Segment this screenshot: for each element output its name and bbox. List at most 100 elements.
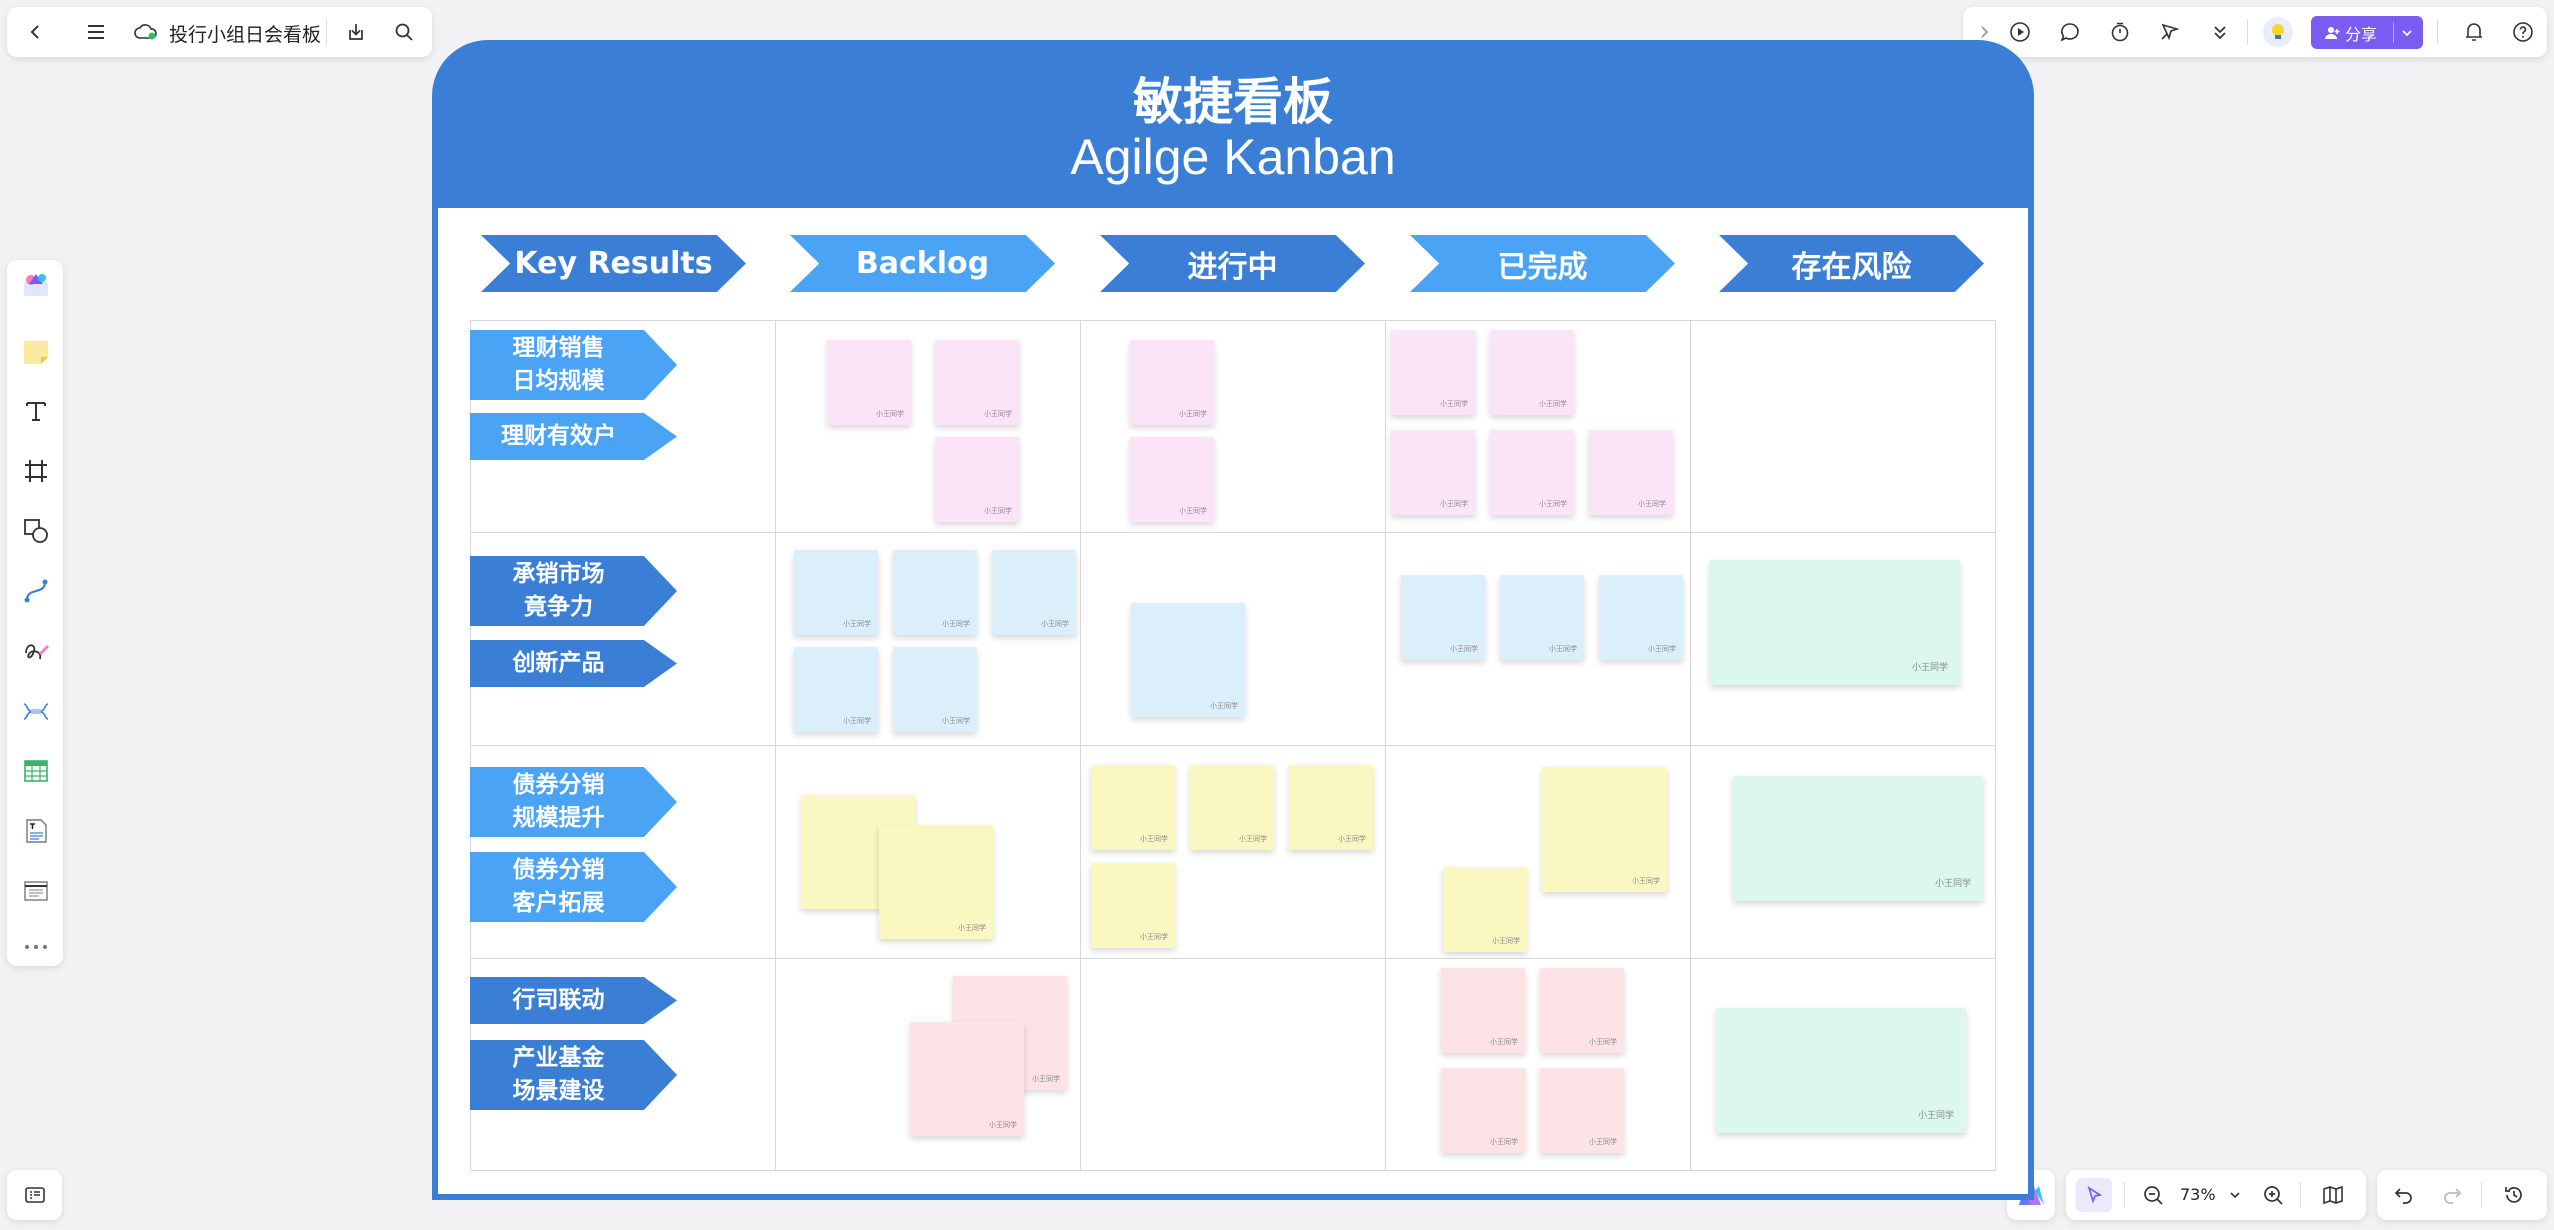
row-label[interactable]: 承销市场 竟争力 [470,556,677,626]
undo-button[interactable] [2389,1180,2419,1210]
grid-line [1385,320,1386,1171]
sticky-note[interactable]: 小王同学 [827,340,911,425]
sticky-note[interactable]: 小王同学 [1542,767,1667,892]
help-button[interactable] [2508,17,2538,47]
sticky-note[interactable]: 小王同学 [935,437,1019,522]
sticky-note[interactable]: 小王同学 [1289,765,1373,850]
mindmap-tool[interactable] [21,696,51,726]
note-author: 小王同学 [984,410,1012,418]
chevron-down-icon [2230,1192,2240,1199]
row-label[interactable]: 行司联动 [470,977,677,1024]
sticky-note[interactable]: 小王同学 [1130,437,1214,522]
sticky-note[interactable]: 小王同学 [1490,430,1574,515]
frame-tool[interactable] [21,456,51,486]
timer-icon [2111,22,2129,42]
select-tool-button[interactable] [2076,1178,2112,1212]
sticky-note-tool[interactable] [21,337,51,367]
row-label[interactable]: 理财销售 日均规模 [470,330,677,400]
more-dots-icon [25,945,47,949]
zoom-dropdown[interactable] [2226,1185,2244,1205]
zoom-out-button[interactable] [2138,1180,2168,1210]
sticky-note[interactable]: 小王同学 [1131,603,1245,717]
more-tools-button[interactable] [2205,17,2235,47]
redo-button[interactable] [2437,1180,2467,1210]
note-author: 小王同学 [1041,620,1069,628]
avatar[interactable] [2263,17,2293,47]
sticky-note[interactable]: 小王同学 [893,647,977,732]
sticky-note[interactable]: 小王同学 [1733,776,1983,901]
row-label[interactable]: 产业基金 场景建设 [470,1040,677,1110]
sticky-note[interactable]: 小王同学 [1130,340,1214,425]
menu-button[interactable] [81,17,111,47]
sticky-note[interactable]: 小王同学 [794,647,878,732]
column-header-at-risk[interactable]: 存在风险 [1719,235,1984,292]
column-header-in-progress[interactable]: 进行中 [1100,235,1365,292]
note-author: 小王同学 [1140,835,1168,843]
sticky-note[interactable]: 小王同学 [1091,765,1175,850]
chevron-down-icon[interactable] [2401,27,2413,39]
note-author: 小王同学 [1549,645,1577,653]
sticky-note[interactable]: 小王同学 [1391,430,1475,515]
sticky-note[interactable]: 小王同学 [1500,575,1584,660]
share-button[interactable]: 分享 [2311,16,2423,49]
text-tool[interactable] [21,396,51,426]
minimap-button[interactable] [2318,1180,2348,1210]
column-header-backlog[interactable]: Backlog [790,235,1055,292]
laser-pointer-button[interactable] [2155,17,2185,47]
document-tool[interactable] [21,816,51,846]
note-author: 小王同学 [942,717,970,725]
connector-tool[interactable] [21,576,51,606]
sticky-note[interactable]: 小王同学 [1589,430,1673,515]
sticky-note[interactable]: 小王同学 [1443,867,1527,952]
document-title[interactable]: 投行小组日会看板 [169,24,322,46]
sticky-note[interactable]: 小王同学 [879,825,993,939]
row-label[interactable]: 创新产品 [470,640,677,687]
row-label[interactable]: 债券分销 规模提升 [470,767,677,837]
list-tool[interactable] [21,876,51,906]
sticky-note[interactable]: 小王同学 [935,340,1019,425]
sticky-note[interactable]: 小王同学 [1441,968,1525,1053]
sticky-note[interactable]: 小王同学 [1490,330,1574,415]
sticky-note[interactable]: 小王同学 [1441,1068,1525,1153]
present-button[interactable] [2005,17,2035,47]
sticky-note[interactable]: 小王同学 [1091,863,1175,948]
top-right-toolbar: 分享 [1963,7,2547,57]
sticky-note[interactable]: 小王同学 [1716,1008,1966,1133]
column-header-done[interactable]: 已完成 [1410,235,1675,292]
table-tool[interactable] [21,756,51,786]
sticky-note[interactable]: 小王同学 [1190,765,1274,850]
table-icon [24,760,48,782]
sticky-note[interactable]: 小王同学 [794,550,878,635]
notifications-button[interactable] [2459,17,2489,47]
zoom-level[interactable]: 73% [2180,1185,2216,1204]
note-author: 小王同学 [843,717,871,725]
back-button[interactable] [21,17,51,47]
row-label[interactable]: 理财有效户 [470,413,677,460]
shape-tool[interactable] [21,516,51,546]
history-button[interactable] [2499,1180,2529,1210]
sticky-note[interactable]: 小王同学 [1540,1068,1624,1153]
timer-button[interactable] [2105,17,2135,47]
column-header-key-results[interactable]: Key Results [481,235,746,292]
comment-button[interactable] [2055,17,2085,47]
sticky-note[interactable]: 小王同学 [910,1022,1024,1136]
pen-tool[interactable] [21,636,51,666]
sticky-note[interactable]: 小王同学 [1401,575,1485,660]
download-button[interactable] [341,17,371,47]
note-author: 小王同学 [1140,933,1168,941]
sticky-note[interactable]: 小王同学 [1391,330,1475,415]
more-button[interactable] [21,932,51,962]
zoom-in-button[interactable] [2258,1180,2288,1210]
layers-panel-button[interactable] [20,1180,50,1210]
sticky-note[interactable]: 小王同学 [1540,968,1624,1053]
sticky-note[interactable]: 小王同学 [1710,560,1960,685]
expand-toolbar-button[interactable] [1973,19,1995,45]
sticky-note[interactable]: 小王同学 [992,550,1076,635]
templates-tool[interactable] [21,270,51,300]
search-button[interactable] [389,17,419,47]
sticky-note[interactable]: 小王同学 [893,550,977,635]
lightbulb-avatar-icon [2272,24,2284,39]
row-label[interactable]: 债券分销 客户拓展 [470,852,677,922]
sticky-note[interactable]: 小王同学 [1599,575,1683,660]
divider [2124,1182,2125,1208]
